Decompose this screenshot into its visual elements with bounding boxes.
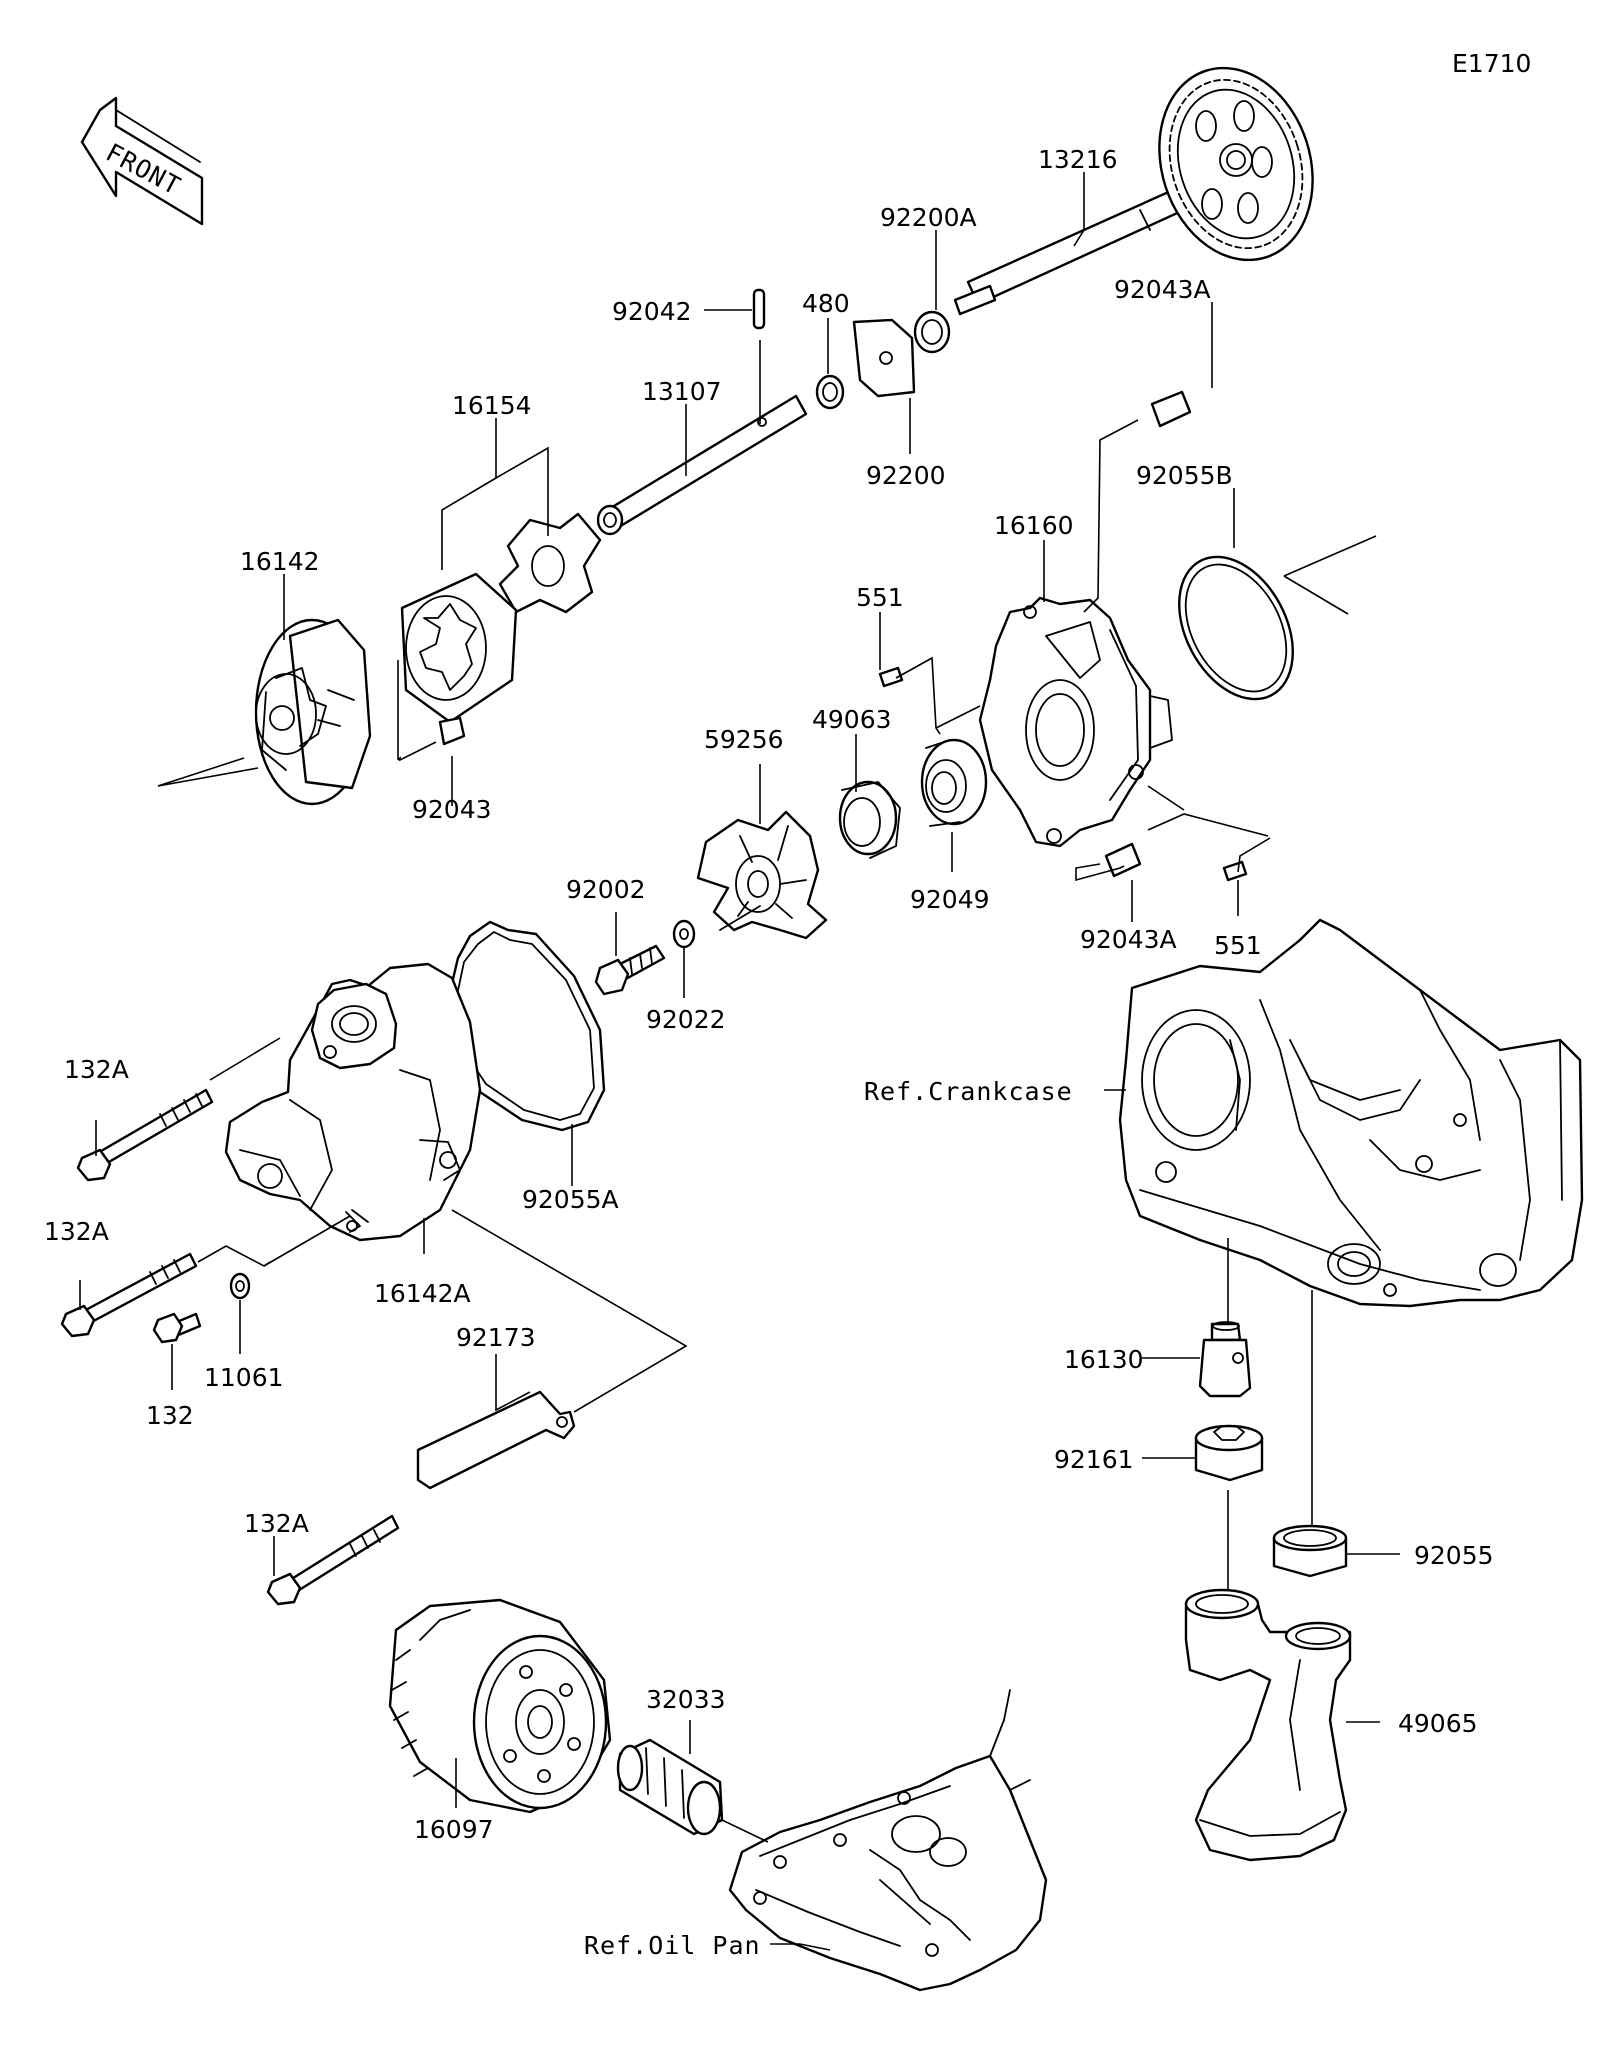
dowel-92043A-bottom[interactable] — [1104, 842, 1142, 878]
label-49065: 49065 — [1398, 1709, 1478, 1738]
bolt-132A-2[interactable] — [60, 1252, 198, 1338]
label-92043: 92043 — [412, 795, 492, 824]
oil-filter-16097[interactable] — [388, 1598, 612, 1814]
label-16142: 16142 — [240, 547, 320, 576]
pump-body-16142[interactable] — [254, 618, 372, 806]
gear-shaft-13216[interactable] — [953, 48, 1337, 316]
label-92055B: 92055B — [1136, 461, 1233, 490]
bolt-132[interactable] — [152, 1312, 202, 1344]
washer-92200A[interactable] — [913, 310, 951, 354]
washer-11061[interactable] — [229, 1272, 251, 1300]
label-92049: 92049 — [910, 885, 990, 914]
label-92043A-bottom: 92043A — [1080, 925, 1177, 954]
plate-92200[interactable] — [852, 318, 916, 398]
label-16142A: 16142A — [374, 1279, 471, 1308]
bearing-92049[interactable] — [920, 738, 988, 827]
label-13216: 13216 — [1038, 145, 1118, 174]
pump-cover-16160[interactable] — [978, 596, 1173, 848]
label-32033: 32033 — [646, 1685, 726, 1714]
bolt-132A-3[interactable] — [266, 1514, 400, 1606]
pin-551-top[interactable] — [878, 666, 904, 688]
crankcase-reference — [1118, 918, 1584, 1308]
diagram-code: E1710 — [1452, 49, 1531, 78]
label-92022: 92022 — [646, 1005, 726, 1034]
bracket-92173[interactable] — [416, 1390, 576, 1490]
circlip-480[interactable] — [815, 374, 845, 410]
label-92200A: 92200A — [880, 203, 977, 232]
pump-case-16142A[interactable] — [224, 962, 482, 1242]
dowel-92043A-top[interactable] — [1150, 390, 1192, 428]
seal-49063[interactable] — [838, 780, 901, 859]
strainer-32033[interactable] — [616, 1738, 724, 1836]
label-92055: 92055 — [1414, 1541, 1494, 1570]
label-92002: 92002 — [566, 875, 646, 904]
label-49063: 49063 — [812, 705, 892, 734]
pin-92042[interactable] — [752, 288, 766, 330]
label-11061: 11061 — [204, 1363, 284, 1392]
front-arrow-icon: FRONT — [80, 96, 204, 226]
label-16160: 16160 — [994, 511, 1074, 540]
label-92055A: 92055A — [522, 1185, 619, 1214]
shaft-13107[interactable] — [596, 394, 808, 536]
label-92042: 92042 — [612, 297, 692, 326]
label-480: 480 — [802, 289, 850, 318]
label-551-top: 551 — [856, 583, 904, 612]
outer-rotor-16154[interactable] — [400, 572, 518, 724]
label-92043A-top: 92043A — [1114, 275, 1211, 304]
leader-lines — [79, 172, 1400, 1951]
oring-92055[interactable] — [1272, 1524, 1348, 1578]
gasket-92055B[interactable] — [1156, 537, 1316, 718]
pin-551-bottom[interactable] — [1222, 860, 1248, 882]
label-92173: 92173 — [456, 1323, 536, 1352]
oil-pipe-49065[interactable] — [1184, 1588, 1352, 1862]
label-ref-oil-pan: Ref.Oil Pan — [584, 1931, 761, 1960]
label-16154: 16154 — [452, 391, 532, 420]
label-92161: 92161 — [1054, 1445, 1134, 1474]
inner-rotor-16154[interactable] — [498, 512, 602, 614]
label-13107: 13107 — [642, 377, 722, 406]
impeller-59256[interactable] — [696, 810, 828, 940]
label-59256: 59256 — [704, 725, 784, 754]
label-16130: 16130 — [1064, 1345, 1144, 1374]
collar-92161[interactable] — [1194, 1424, 1264, 1482]
label-ref-crankcase: Ref.Crankcase — [864, 1077, 1073, 1106]
label-132A-2: 132A — [44, 1217, 109, 1246]
bolt-132A-1[interactable] — [76, 1088, 214, 1182]
label-16097: 16097 — [414, 1815, 494, 1844]
label-551-bottom: 551 — [1214, 931, 1262, 960]
label-132A-3: 132A — [244, 1509, 309, 1538]
label-132A-1: 132A — [64, 1055, 129, 1084]
label-92200: 92200 — [866, 461, 946, 490]
fitting-16130[interactable] — [1198, 1321, 1252, 1398]
label-132: 132 — [146, 1401, 194, 1430]
bolt-92002[interactable] — [594, 944, 666, 996]
dowel-92043[interactable] — [438, 716, 466, 746]
oil-pan-reference — [728, 1689, 1048, 1992]
washer-92022[interactable] — [672, 919, 696, 949]
